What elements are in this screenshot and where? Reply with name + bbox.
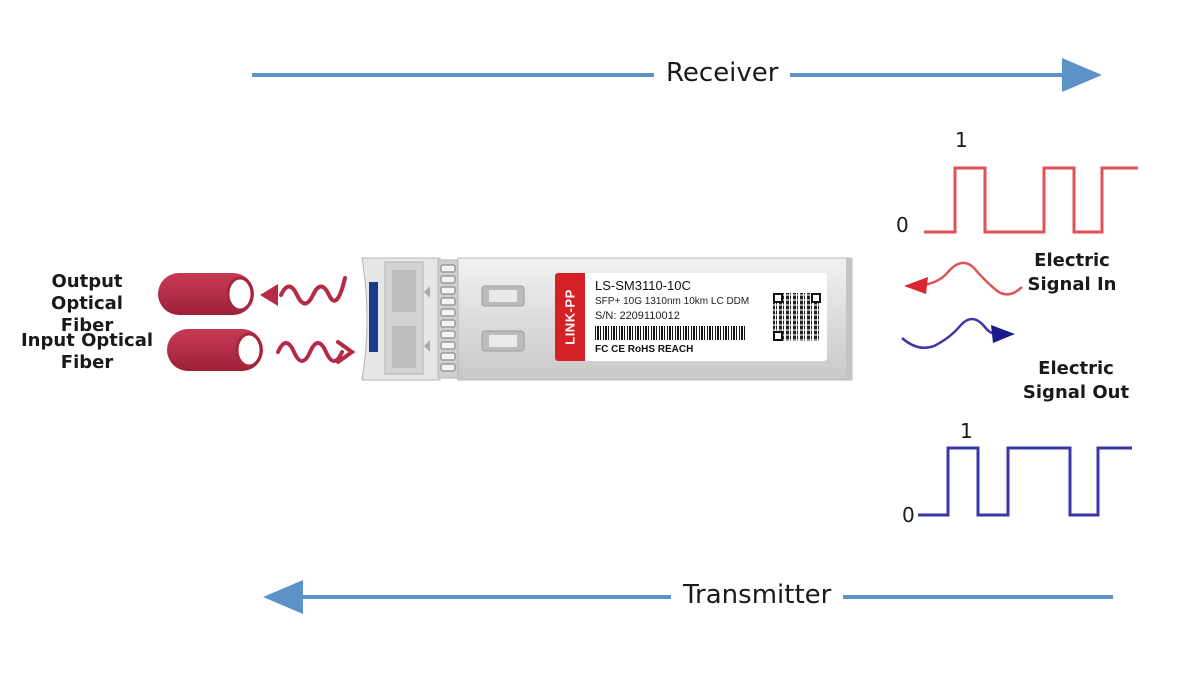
transmitter-arrow-head [263,580,303,614]
signal-out-waveform [918,446,1132,517]
receiver-arrow-head [1062,58,1102,92]
optical-in-wave [276,341,344,363]
signal-in-low-label: 0 [896,213,909,237]
module-serial: S/N: 2209110012 [595,310,680,322]
brand-strip: LINK-PP [555,273,585,361]
electric-signal-out-label: Electric Signal Out [1022,358,1130,403]
brand-logo: LINK-PP [562,289,578,345]
electric-out-wave [901,317,997,349]
optical-out-arrowhead [260,284,278,306]
transmitter-label: Transmitter [671,580,844,610]
output-fiber [158,273,254,315]
input-fiber [167,329,263,371]
barcode [595,326,747,340]
optical-in-arrowhead [336,340,356,364]
receiver-label: Receiver [654,58,791,88]
output-fiber-label: Output Optical Fiber [51,271,123,336]
electric-in-wave [923,261,1023,296]
optical-out-wave [279,276,347,306]
signal-in-high-label: 1 [955,128,968,152]
module-label: LINK-PP LS-SM3110-10C SFP+ 10G 1310nm 10… [555,273,827,361]
qr-code [773,293,821,341]
electric-out-arrowhead [991,325,1015,343]
signal-out-low-label: 0 [902,503,915,527]
module-spec: SFP+ 10G 1310nm 10km LC DDM [595,296,750,307]
module-model: LS-SM3110-10C [595,278,691,293]
electric-in-arrowhead [904,277,928,294]
input-fiber-label: Input Optical Fiber [20,330,154,373]
certification-marks: FC CE RoHS REACH [595,344,694,355]
signal-out-high-label: 1 [960,419,973,443]
signal-in-waveform [924,166,1138,234]
electric-signal-in-label: Electric Signal In [1027,250,1117,295]
